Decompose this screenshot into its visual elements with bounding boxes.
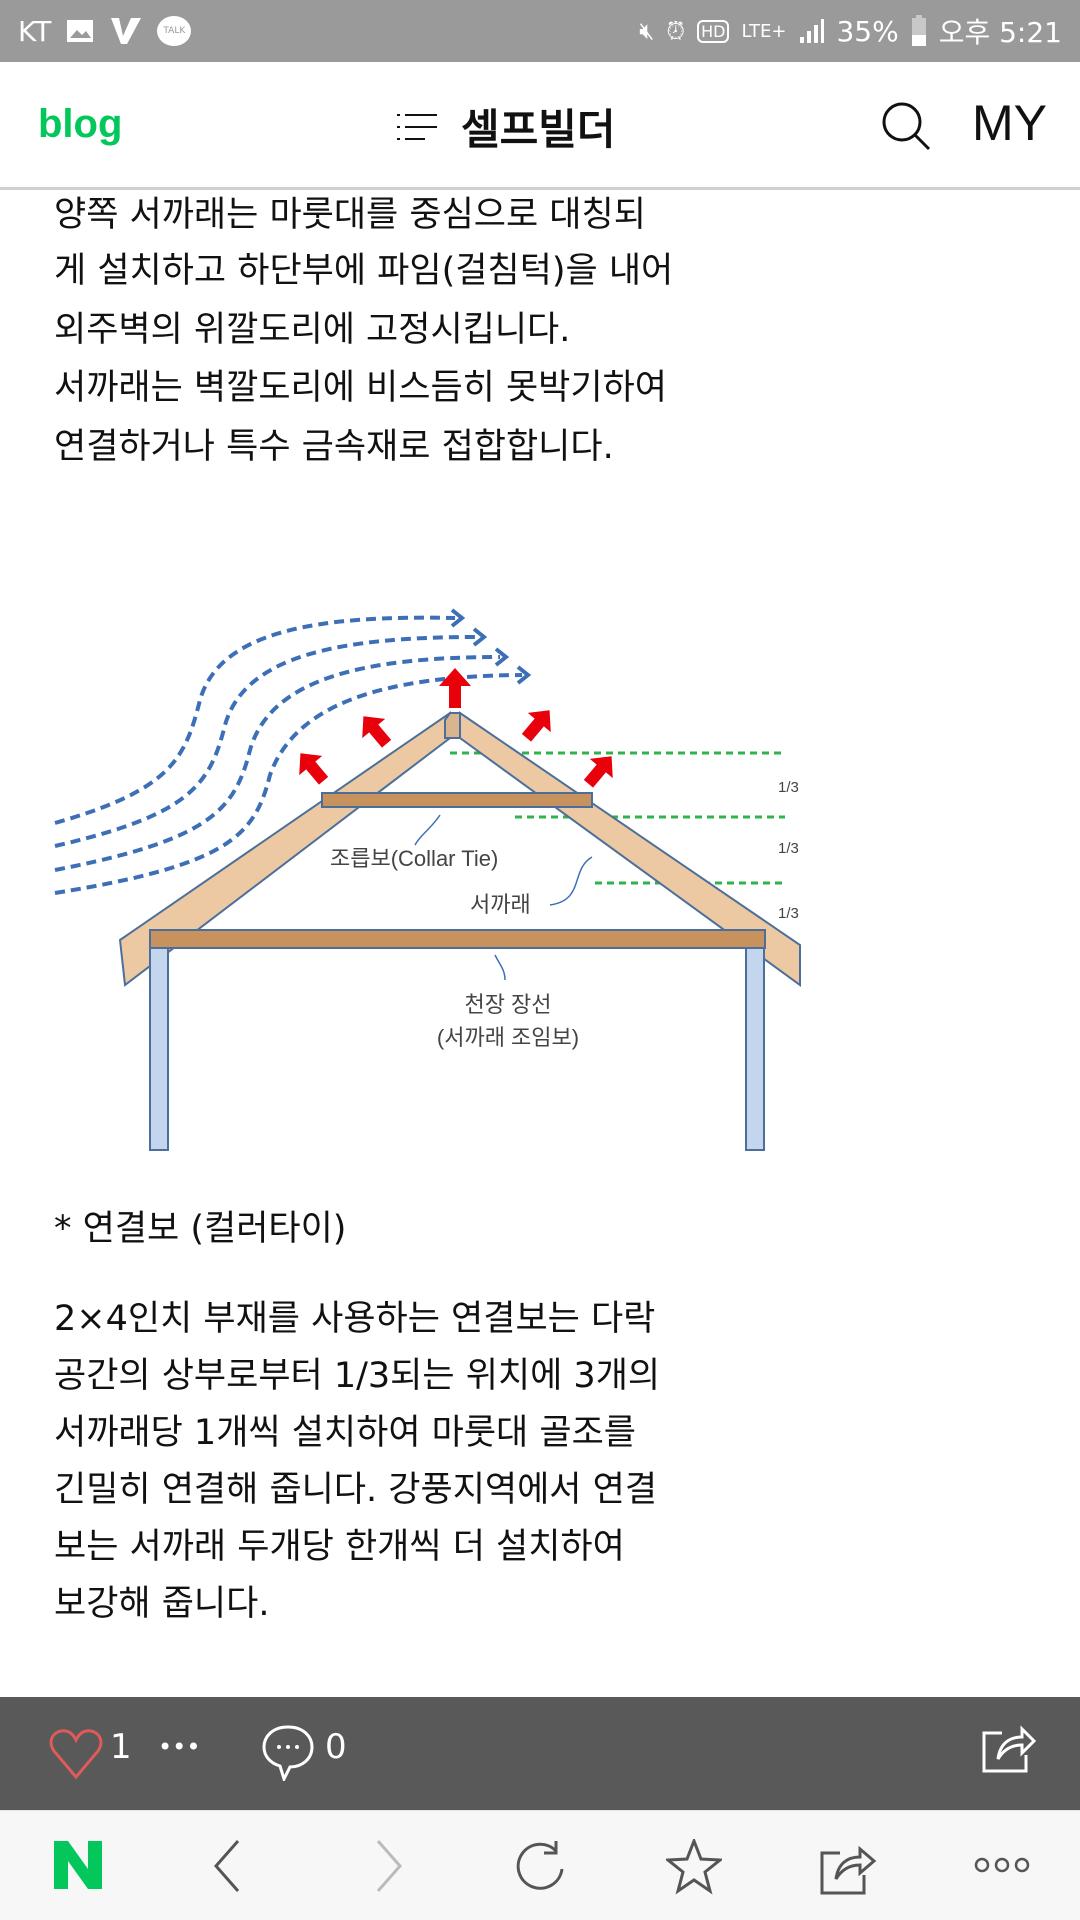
kakaotalk-icon: TALK — [157, 16, 192, 46]
like-count: 1 — [110, 1727, 132, 1767]
blog-title-button[interactable]: 셀프빌더 — [395, 96, 616, 157]
gallery-icon — [67, 20, 94, 42]
paragraph-line: 보강해 줍니다. — [54, 1584, 270, 1624]
ceiling-joist-sublabel: (서까래 조임보) — [437, 1025, 579, 1050]
more-likers-button[interactable]: ••• — [158, 1733, 201, 1761]
post-action-bar: 1 ••• 0 — [0, 1697, 1080, 1810]
signal-icon — [800, 19, 825, 43]
rafters — [118, 711, 801, 987]
ceiling-joist — [149, 929, 766, 949]
blog-logo[interactable]: blog — [38, 102, 123, 146]
refresh-icon[interactable] — [512, 1839, 568, 1895]
battery-percent: 35% — [836, 14, 899, 48]
paragraph-line: 서까래당 1개씩 설치하여 마룻대 골조를 — [54, 1413, 636, 1453]
carrier: KT — [18, 14, 52, 48]
section-heading: * 연결보 (컬러타이) — [54, 1209, 347, 1249]
rafter-label: 서까래 — [470, 892, 531, 917]
clock: 오후 5:21 — [938, 16, 1062, 49]
share-icon[interactable] — [980, 1719, 1036, 1775]
collar-tie — [321, 792, 593, 808]
collar-tie-label: 조릅보(Collar Tie) — [330, 846, 498, 871]
wind-arrowheads — [450, 608, 532, 685]
fraction-label: 1/3 — [778, 840, 799, 857]
paragraph-line: 긴밀히 연결해 줍니다. 강풍지역에서 연결 — [54, 1470, 658, 1510]
my-menu-button[interactable]: MY — [972, 95, 1047, 151]
mute-icon: 🔇︎ — [639, 17, 655, 45]
blog-title: 셀프빌더 — [461, 105, 616, 154]
blog-header: blog 셀프빌더 MY — [0, 62, 1080, 190]
paragraph-line: 양쪽 서까래는 마룻대를 중심으로 대칭되 — [54, 195, 646, 235]
list-menu-icon — [397, 113, 437, 140]
network-type: LTE+ — [741, 20, 787, 42]
paragraph-line: 서까래는 벽깔도리에 비스듬히 못박기하여 — [54, 368, 667, 408]
v3-app-icon — [111, 18, 142, 44]
comment-count: 0 — [325, 1727, 347, 1767]
paragraph-line: 게 설치하고 하단부에 파임(걸침턱)을 내어 — [54, 251, 674, 291]
forward-icon[interactable] — [374, 1839, 404, 1893]
battery-icon — [911, 15, 926, 46]
right-wall-stud — [745, 947, 765, 1151]
like-heart-icon[interactable] — [48, 1727, 104, 1781]
hd-voice-icon: HD — [697, 19, 730, 43]
naver-home-button[interactable] — [52, 1839, 104, 1891]
back-icon[interactable] — [212, 1839, 242, 1893]
left-wall-stud — [149, 947, 169, 1151]
uplift-arrows — [299, 668, 613, 788]
paragraph-line: 공간의 상부로부터 1/3되는 위치에 3개의 — [54, 1356, 661, 1396]
paragraph-line: 2×4인치 부재를 사용하는 연결보는 다락 — [54, 1299, 656, 1339]
ceiling-joist-label: 천장 장선 — [464, 992, 551, 1017]
status-bar: KT TALK 🔇︎ ⏰︎ HD LTE+ 35% 오후 5:21 — [0, 0, 1080, 62]
alarm-icon: ⏰︎ — [666, 17, 686, 45]
browser-bottom-toolbar — [0, 1810, 1080, 1920]
paragraph-line: 외주벽의 위깔도리에 고정시킵니다. — [54, 310, 571, 350]
bookmark-star-icon[interactable] — [666, 1839, 722, 1895]
label-leaders — [414, 814, 593, 981]
comment-icon[interactable] — [260, 1723, 316, 1781]
wind-flow-lines — [54, 615, 523, 895]
more-menu-icon[interactable] — [974, 1855, 1030, 1875]
share-page-icon[interactable] — [818, 1839, 878, 1895]
paragraph-line: 보는 서까래 두개당 한개씩 더 설치하여 — [54, 1527, 625, 1567]
roof-rafter-diagram: 조릅보(Collar Tie) 서까래 천장 장선 (서까래 조임보) 1/3 … — [54, 608, 801, 1151]
fraction-label: 1/3 — [778, 905, 799, 922]
fraction-label: 1/3 — [778, 779, 799, 796]
search-icon[interactable] — [880, 100, 932, 152]
paragraph-line: 연결하거나 특수 금속재로 접합합니다. — [54, 427, 614, 467]
